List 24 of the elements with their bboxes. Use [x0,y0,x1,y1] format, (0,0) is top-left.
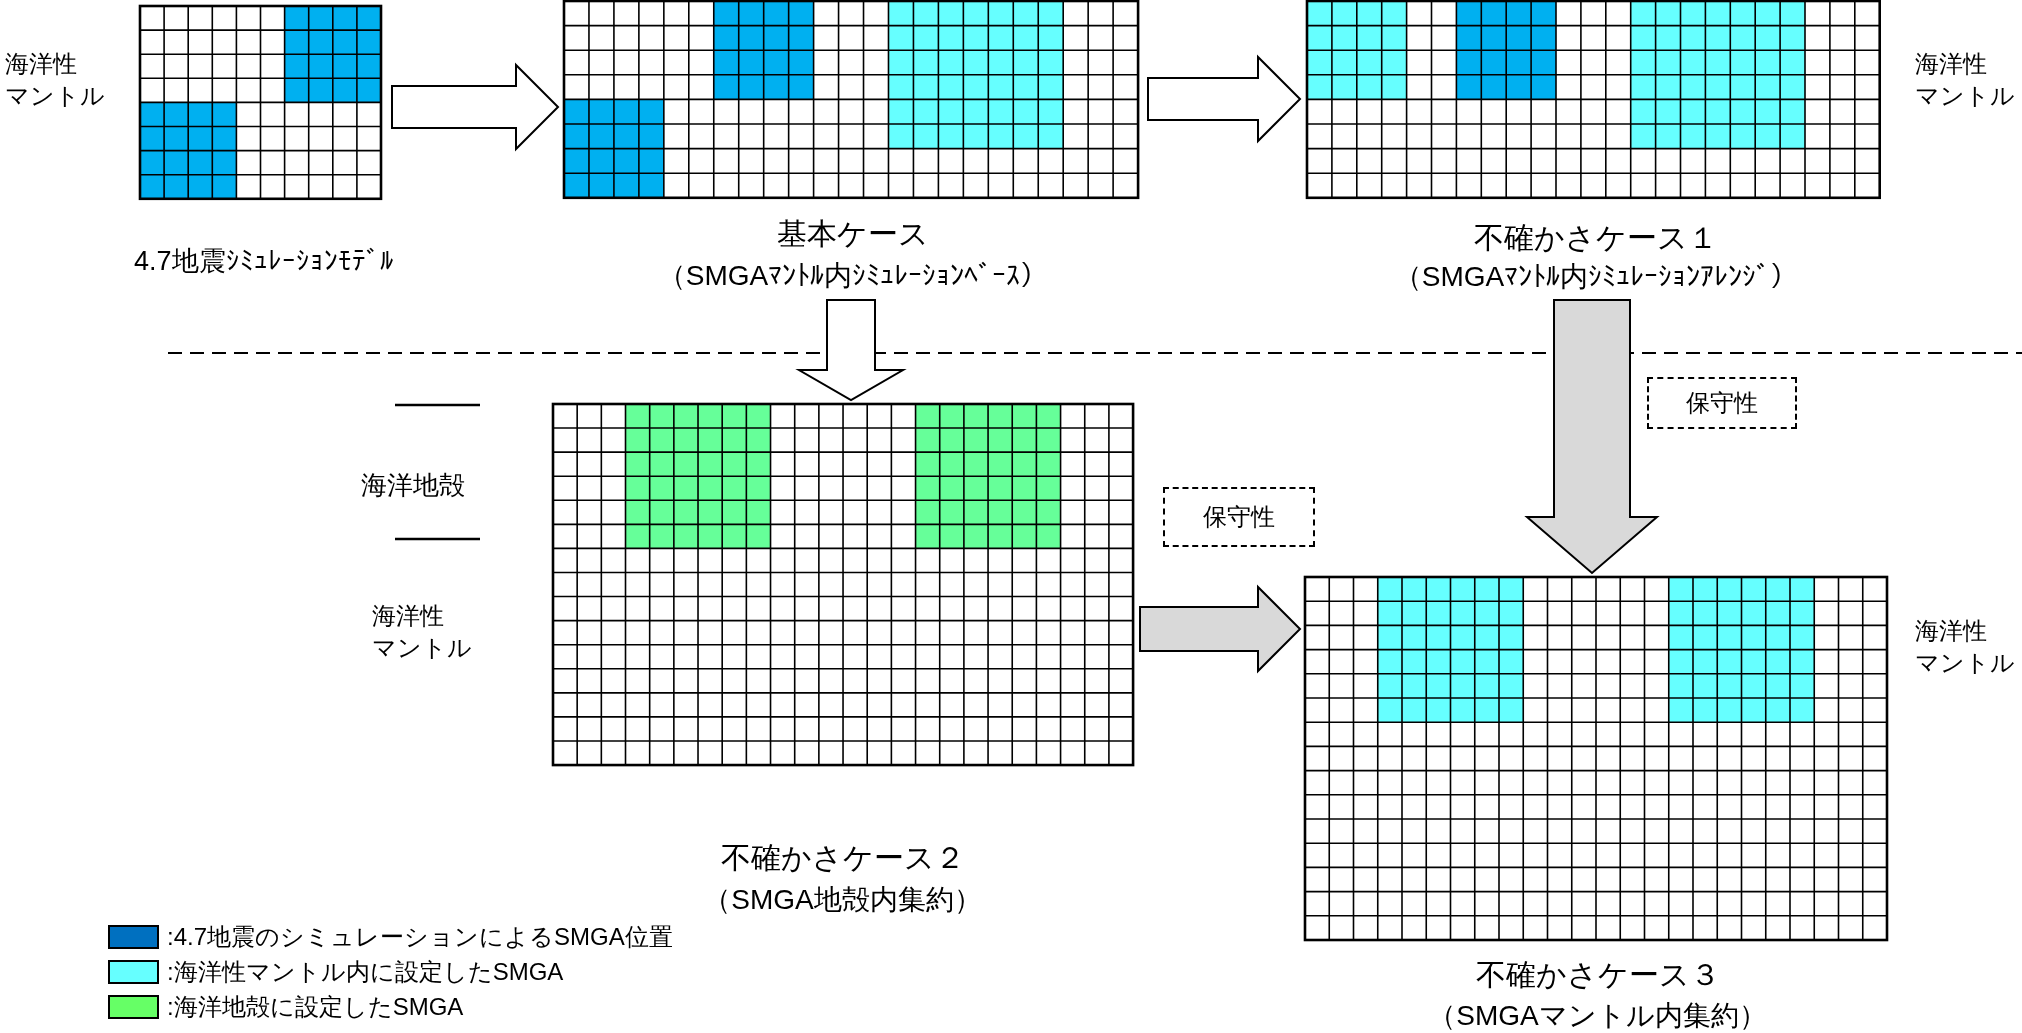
block-arrow [391,62,560,152]
caption-subtitle: （SMGAﾏﾝﾄﾙ内ｼﾐｭﾚｰｼｮﾝﾍﾞｰｽ） [656,260,1050,292]
edge-label: 保守性 [1647,377,1797,429]
block-arrow [1147,54,1302,144]
layer-label: 海洋性マントル [1915,49,2016,112]
caption-subtitle: （SMGA地殻内集約） [702,884,983,916]
caption-subtitle: （SMGAマントル内集約） [1427,1000,1768,1032]
edge-label: 保守性 [1163,487,1315,547]
caption-subtitle: （SMGAﾏﾝﾄﾙ内ｼﾐｭﾚｰｼｮﾝｱﾚﾝｼﾞ） [1392,261,1800,293]
block-arrow [1139,584,1302,674]
legend-text: :海洋性マントル内に設定したSMGA [167,957,564,987]
caption-title: 不確かさケース１ [1473,220,1719,254]
block-arrow [795,299,907,402]
caption-title: 不確かさケース３ [1474,957,1721,991]
layer-label: 海洋性マントル [372,601,473,664]
caption-title: 基本ケース [776,216,930,250]
layer-label: 海洋性マントル [1915,616,2016,679]
legend-text: :海洋地殻に設定したSMGA [167,992,464,1022]
layer-label: 海洋性マントル [5,49,106,112]
layer-label: 海洋地殻 [361,469,466,502]
block-arrow [1524,299,1660,575]
legend-text: :4.7地震のシミュレーションによるSMGA位置 [167,922,673,952]
caption-title: 不確かさケース２ [719,840,966,874]
caption-title: 4.7地震ｼﾐｭﾚｰｼｮﾝﾓﾃﾞﾙ [134,247,392,277]
